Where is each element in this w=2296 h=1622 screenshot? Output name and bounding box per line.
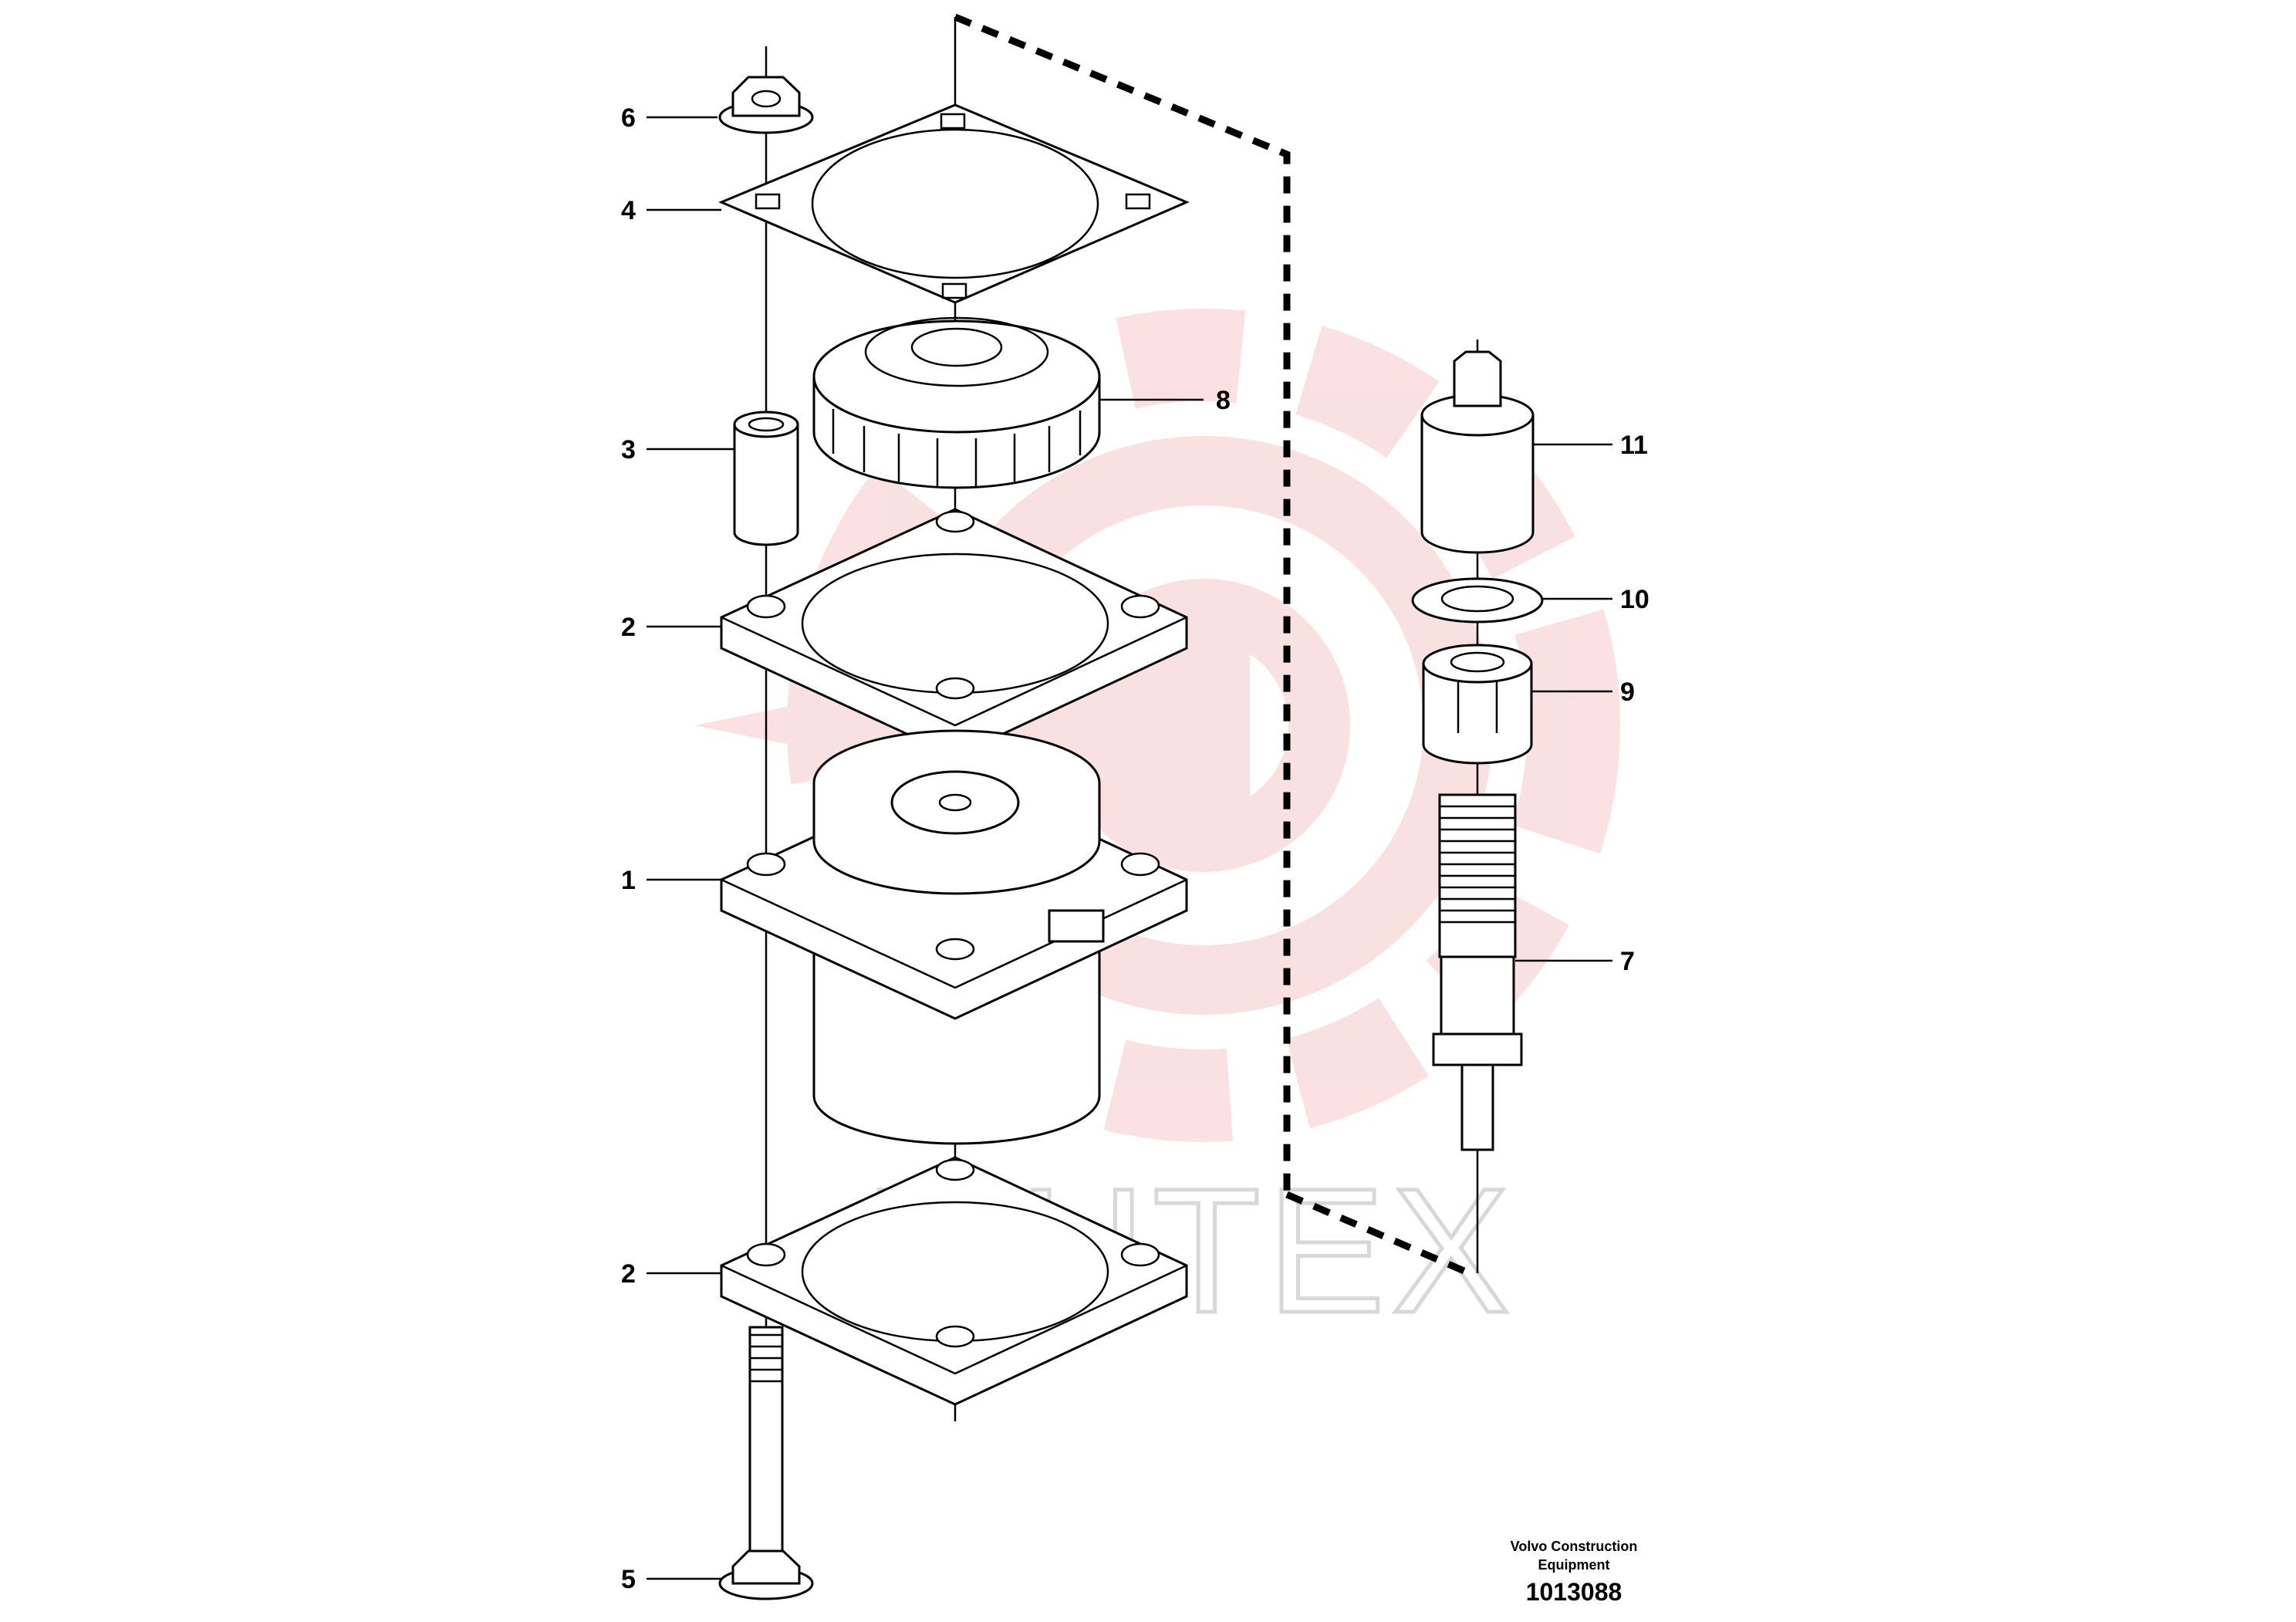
part-2-upper-plate bbox=[720, 508, 1188, 758]
callout-8: 8 bbox=[1216, 386, 1231, 415]
callout-10: 10 bbox=[1620, 585, 1649, 614]
publisher-line-2: Equipment bbox=[1538, 1557, 1610, 1573]
callout-leaders bbox=[647, 116, 1612, 1580]
callout-7: 7 bbox=[1620, 947, 1635, 976]
part-10-washer bbox=[1411, 577, 1544, 623]
callout-6: 6 bbox=[621, 103, 636, 133]
part-8-rubber-snubber bbox=[812, 316, 1101, 489]
part-2-lower-plate bbox=[720, 1156, 1188, 1406]
part-4-top-plate bbox=[718, 103, 1190, 304]
drawing-number: 1013088 bbox=[1526, 1578, 1622, 1606]
callout-2-lower: 2 bbox=[621, 1259, 636, 1289]
callout-11: 11 bbox=[1620, 431, 1648, 460]
callout-2-upper: 2 bbox=[621, 613, 636, 642]
publisher-line-1: Volvo Construction bbox=[1511, 1539, 1638, 1554]
part-11-cap-nut bbox=[1420, 350, 1535, 554]
callout-1: 1 bbox=[621, 866, 636, 895]
part-6-flange-nut bbox=[718, 76, 814, 134]
callout-4: 4 bbox=[621, 196, 636, 225]
callout-5: 5 bbox=[621, 1565, 636, 1594]
callout-3: 3 bbox=[621, 435, 636, 465]
part-1-rubber-mount-body bbox=[720, 729, 1188, 1145]
part-9-hex-nut bbox=[1422, 644, 1533, 765]
part-3-spacer-sleeve bbox=[733, 411, 799, 546]
part-5-flange-bolt bbox=[718, 1326, 814, 1600]
callout-9: 9 bbox=[1620, 678, 1635, 707]
part-7-threaded-stud bbox=[1432, 793, 1523, 1151]
